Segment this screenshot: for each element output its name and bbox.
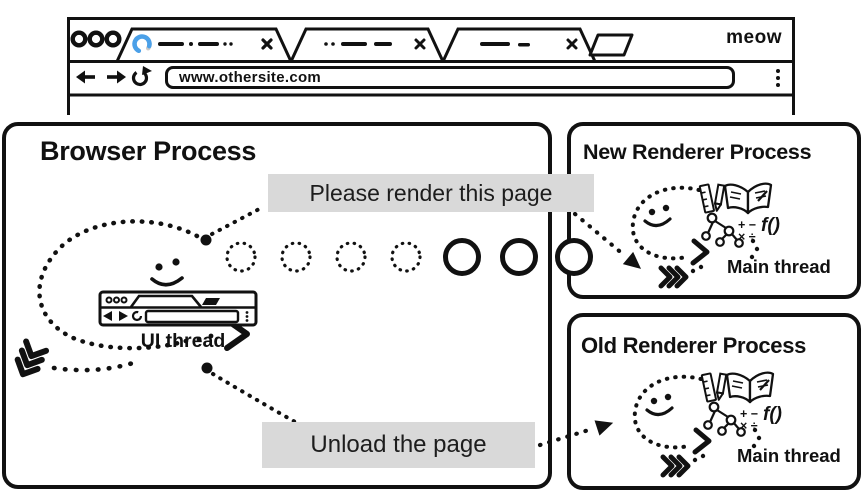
render-message-label: Please render this page xyxy=(268,174,594,212)
brand-label: meow xyxy=(726,27,782,48)
url-text: www.othersite.com xyxy=(179,69,322,86)
tab-close-icon[interactable] xyxy=(261,38,273,50)
old-renderer-process-title: Old Renderer Process xyxy=(581,333,807,358)
browser-process-title: Browser Process xyxy=(40,136,257,166)
forward-icon[interactable] xyxy=(107,70,126,84)
tab-background-2[interactable] xyxy=(441,27,597,63)
tab-background-1[interactable] xyxy=(289,27,445,63)
tab-close-icon[interactable] xyxy=(566,38,578,50)
main-thread-label-new: Main thread xyxy=(727,256,831,277)
back-icon[interactable] xyxy=(76,70,95,84)
tab-close-icon[interactable] xyxy=(414,38,426,50)
unload-message-label: Unload the page xyxy=(262,422,535,468)
window-controls[interactable] xyxy=(70,30,122,48)
new-renderer-process-title: New Renderer Process xyxy=(583,140,812,164)
address-bar[interactable]: www.othersite.com xyxy=(165,66,735,89)
new-renderer-process-box: New Renderer Process xyxy=(567,122,861,299)
new-tab-button[interactable] xyxy=(588,33,634,57)
main-thread-label-old: Main thread xyxy=(737,445,841,466)
browser-chrome-art xyxy=(70,27,792,97)
loading-spinner-icon xyxy=(132,34,152,54)
browser-window-mockup: meow www.othersite.com xyxy=(67,17,795,115)
tab-active-loading[interactable] xyxy=(115,27,293,63)
menu-icon[interactable] xyxy=(776,69,780,87)
reload-icon[interactable] xyxy=(131,66,152,87)
ui-thread-label: UI thread xyxy=(140,330,226,352)
